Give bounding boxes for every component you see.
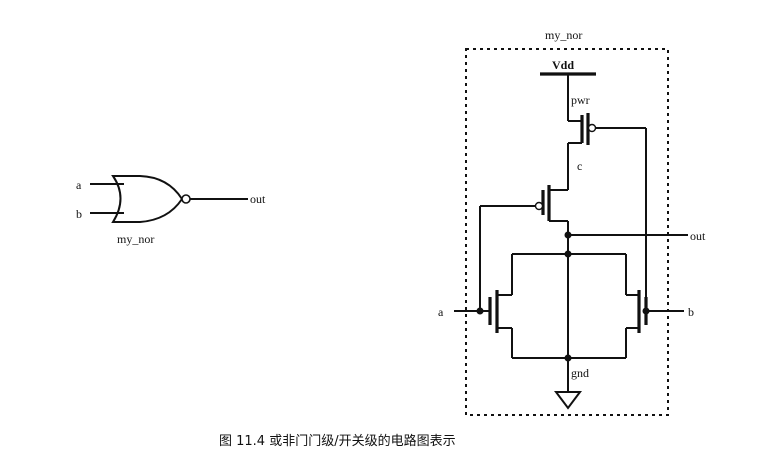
nmos-transistor-b: [626, 128, 684, 333]
nor-gate-symbol: a b out my_nor: [76, 175, 266, 246]
gate-output-label: out: [250, 192, 266, 206]
vdd-label: Vdd: [552, 58, 574, 72]
gate-input-a-label: a: [76, 178, 82, 192]
module-boundary: [465, 48, 669, 416]
module-name-label: my_nor: [545, 28, 582, 42]
ground-symbol: [554, 391, 582, 410]
nor-gate-body: [111, 175, 184, 223]
figure-caption: 图 11.4 或非门门级/开关级的电路图表示: [219, 433, 456, 449]
pwr-label: pwr: [571, 93, 590, 107]
nmos-transistor-a: [454, 206, 512, 333]
pmos-transistor-a: [480, 167, 569, 222]
node-c-label: c: [577, 159, 582, 173]
pmos-transistor-b: [568, 113, 646, 145]
switch-level-circuit: my_nor Vdd pwr c ou: [438, 28, 706, 416]
inverter-bubble: [181, 194, 191, 204]
gnd-label: gnd: [571, 366, 589, 380]
gate-input-b-label: b: [76, 207, 82, 221]
gate-name-label: my_nor: [117, 232, 154, 246]
circuit-out-label: out: [690, 229, 706, 243]
circuit-input-b-label: b: [688, 305, 694, 319]
circuit-input-a-label: a: [438, 305, 444, 319]
